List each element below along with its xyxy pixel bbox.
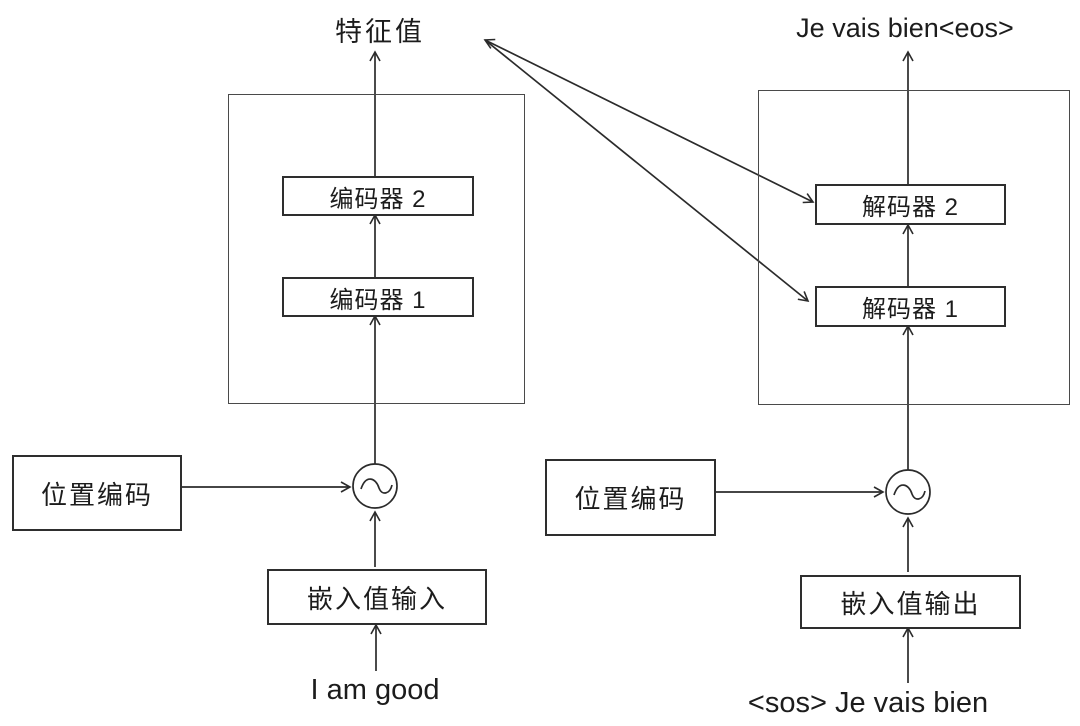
sine-wave-icon [360,478,393,494]
target-sentence-label: <sos> Je vais bien [747,687,989,719]
positional-add-icon-right [885,469,931,515]
source-sentence-label: I am good [310,674,440,706]
embedding-output-label: 嵌入值输出 [840,588,981,619]
encoder-output-label: 特征值 [335,17,425,47]
encoder-layer-1-label: 编码器 1 [329,286,427,314]
embedding-output-box: 嵌入值输出 [800,575,1021,629]
positional-add-icon-left [352,463,398,509]
sine-wave-icon [893,484,926,500]
positional-encoding-box-right: 位置编码 [545,459,716,536]
decoder-stack-container [758,90,1070,405]
embedding-input-box: 嵌入值输入 [267,569,487,625]
decoder-layer-2-label: 解码器 2 [861,194,959,221]
encoder-layer-1-box: 编码器 1 [282,277,474,317]
decoder-layer-2-box: 解码器 2 [815,184,1006,225]
positional-encoding-label-right: 位置编码 [574,484,687,514]
encoder-layer-2-label: 编码器 2 [329,185,427,213]
embedding-input-label: 嵌入值输入 [306,583,447,614]
positional-encoding-box-left: 位置编码 [12,455,182,531]
decoder-layer-1-box: 解码器 1 [815,286,1006,327]
decoder-output-label: Je vais bien<eos> [796,13,1014,43]
decoder-layer-1-label: 解码器 1 [861,296,959,323]
encoder-layer-2-box: 编码器 2 [282,176,474,216]
positional-encoding-label-left: 位置编码 [40,479,153,510]
encoder-stack-container [228,94,525,404]
